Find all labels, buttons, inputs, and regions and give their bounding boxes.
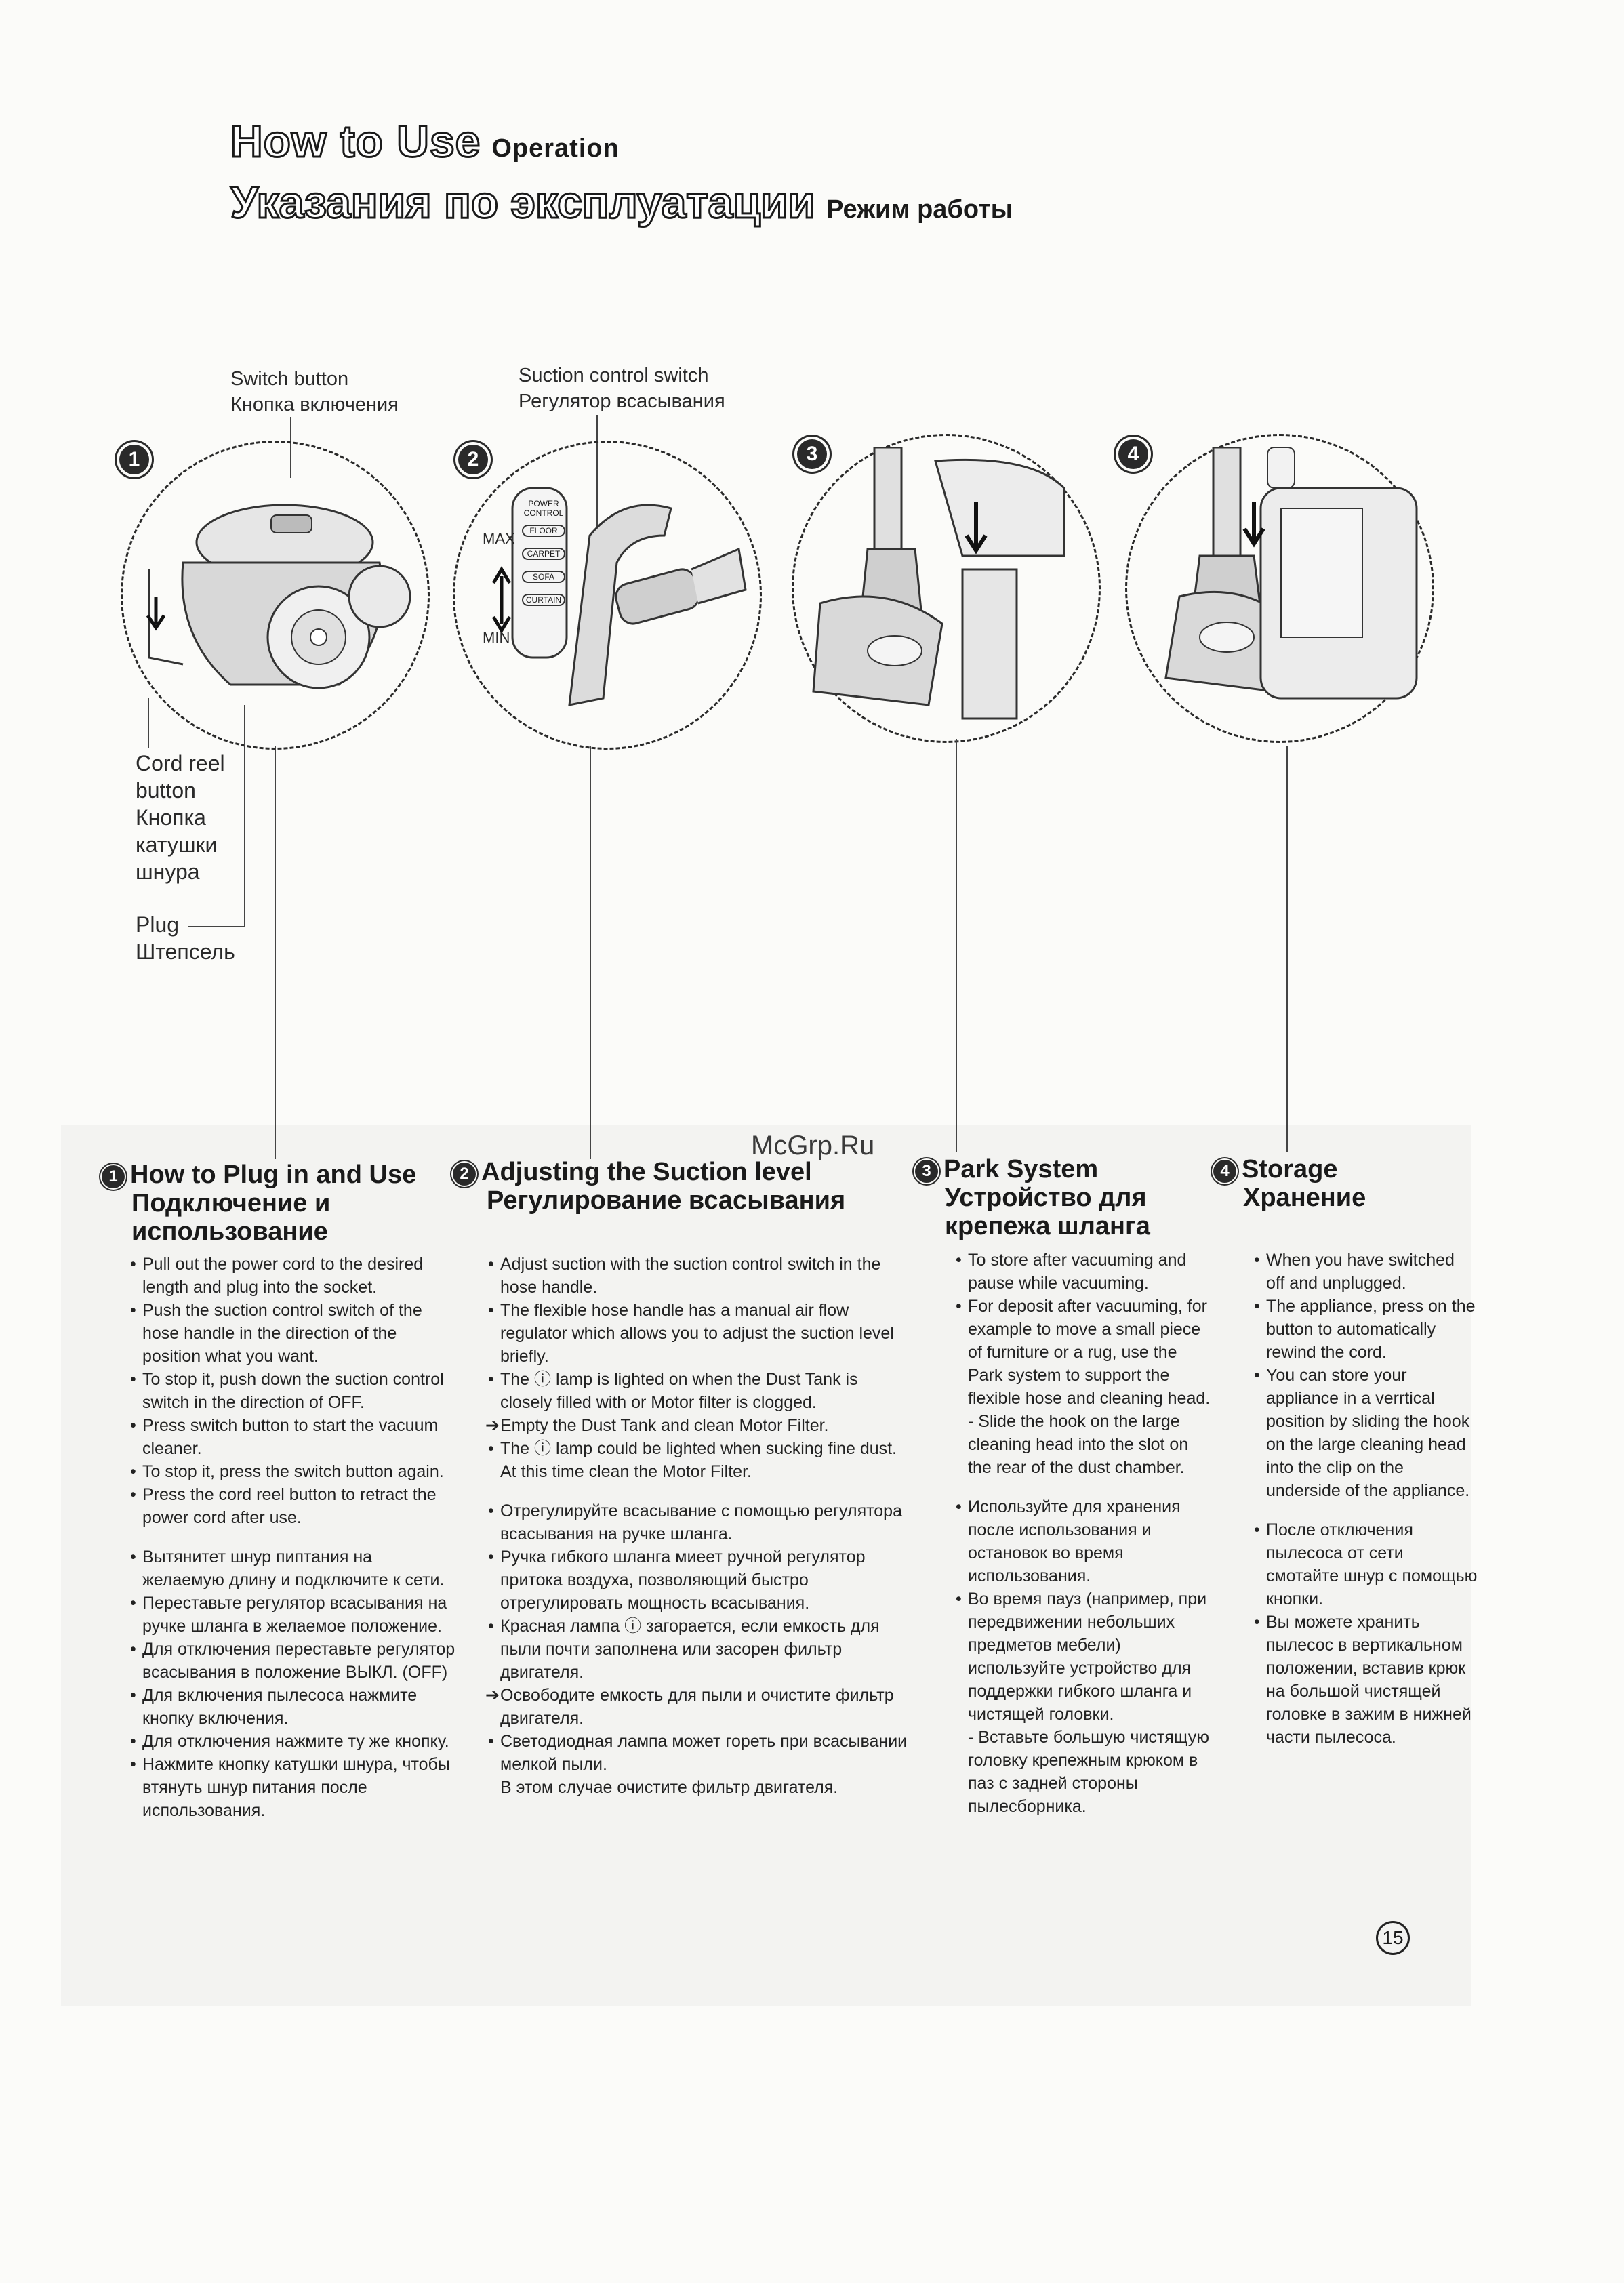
step-2-frame (453, 441, 762, 750)
step-4-frame (1125, 434, 1434, 743)
leader-line (244, 705, 245, 927)
page-number: 15 (1376, 1921, 1410, 1955)
max-label: MAX (483, 530, 515, 547)
hose-handle-illustration (491, 487, 747, 706)
section-3-body: To store after vacuuming and pause while… (956, 1249, 1213, 1818)
min-label: MIN (483, 629, 510, 646)
leader-line (148, 698, 149, 748)
suction-switch-label: Suction control switch Регулятор всасыва… (519, 365, 725, 412)
storage-illustration (1164, 447, 1418, 700)
carpet-setting: CARPET (522, 548, 565, 560)
section-1-body: Pull out the power cord to the desired l… (130, 1253, 455, 1822)
leader-line (188, 926, 245, 927)
control-panel: POWER CONTROL FLOOR CARPET SOFA CURTAIN (522, 499, 565, 606)
curtain-setting: CURTAIN (522, 594, 565, 606)
guide-line (1286, 746, 1288, 1152)
guide-line (956, 739, 957, 1152)
step-1-badge: 1 (119, 445, 149, 474)
power-control-label: POWER CONTROL (523, 499, 564, 518)
watermark: McGrp.Ru (751, 1131, 875, 1160)
park-system-illustration (812, 447, 1065, 720)
floor-setting: FLOOR (522, 525, 565, 537)
step-3-frame (792, 434, 1101, 743)
cord-reel-label: Cord reel button Кнопка катушки шнура (136, 751, 225, 884)
sofa-setting: SOFA (522, 571, 565, 583)
step-4-badge: 4 (1118, 439, 1148, 469)
switch-button-label: Switch button Кнопка включения (230, 368, 399, 416)
step-2-badge: 2 (458, 445, 488, 474)
guide-line (590, 746, 591, 1159)
vacuum-body-illustration (146, 504, 411, 689)
step-3-badge: 3 (797, 439, 827, 469)
section-4-body: When you have switched off and unplugged… (1254, 1249, 1478, 1749)
guide-line (275, 746, 276, 1159)
section-2-body: Adjust suction with the suction control … (485, 1253, 908, 1799)
plug-label: Plug Штепсель (136, 912, 235, 964)
